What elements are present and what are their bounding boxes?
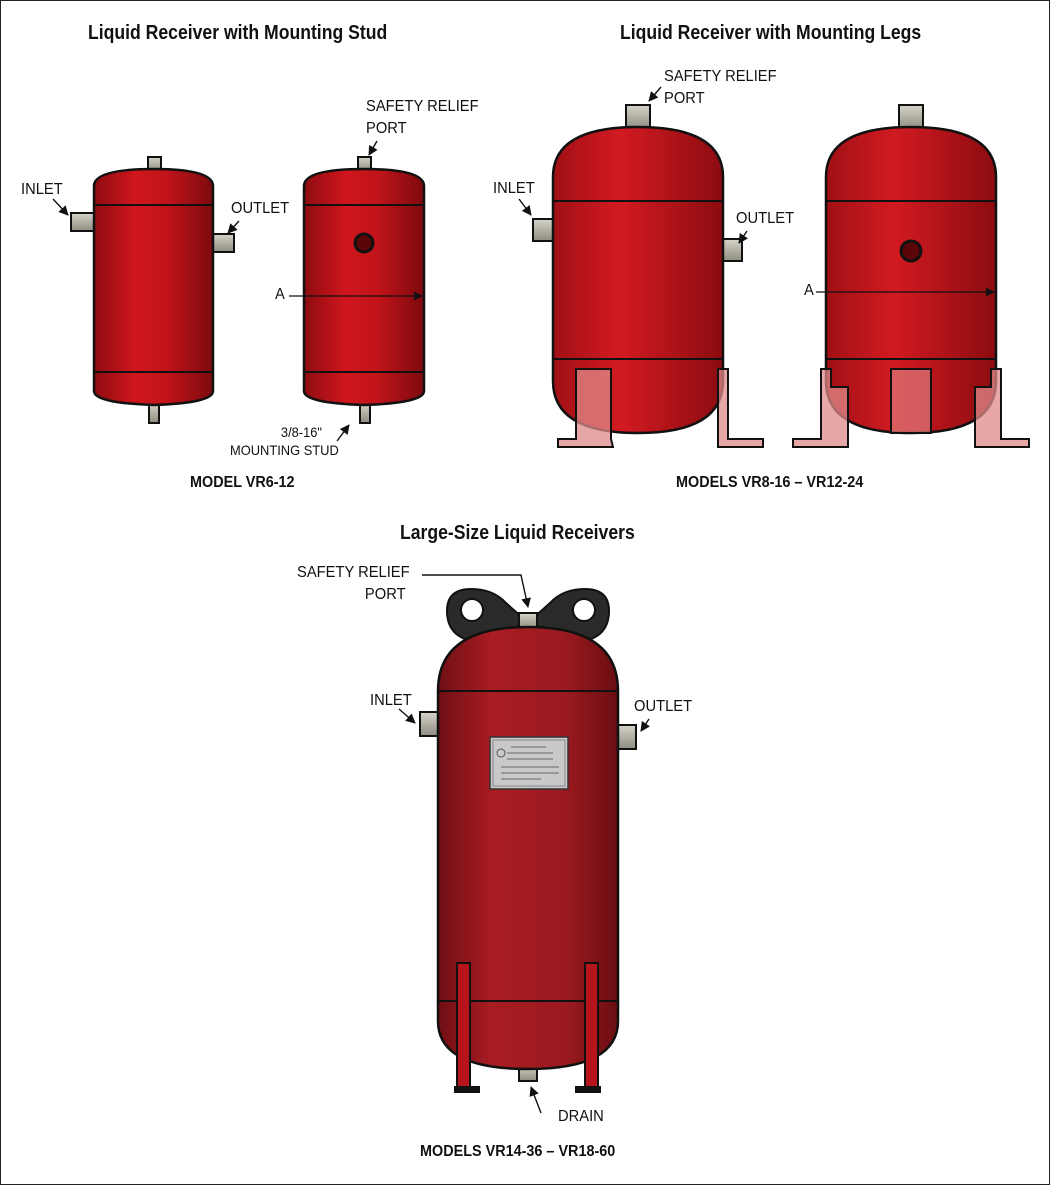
sight-port (353, 232, 375, 254)
label-safety-relief: SAFETY RELIEF PORT (366, 98, 479, 137)
tank-legs-right (792, 104, 1030, 448)
title-large-size: Large-Size Liquid Receivers (400, 522, 635, 544)
tank-vr6-right (289, 156, 426, 424)
label-inlet: INLET (493, 180, 535, 197)
title-mounting-stud: Liquid Receiver with Mounting Stud (88, 22, 388, 44)
tank-body (92, 167, 215, 407)
label-drain: DRAIN (558, 1108, 604, 1125)
safety-relief-port (625, 104, 651, 130)
caption-vr6-12: MODEL VR6-12 (190, 474, 295, 491)
leg (890, 368, 932, 434)
outlet-fitting (211, 233, 235, 253)
leg (557, 368, 615, 448)
title-mounting-legs: Liquid Receiver with Mounting Legs (620, 22, 922, 44)
label-outlet: OUTLET (231, 200, 290, 217)
caption-vr14-vr18: MODELS VR14-36 – VR18-60 (420, 1143, 616, 1160)
top-port (898, 104, 924, 130)
label-inlet: INLET (21, 181, 63, 198)
leg (792, 368, 849, 448)
label-safety-relief: SAFETY RELIEF PORT (664, 68, 777, 107)
tank-legs-left (532, 104, 764, 448)
label-dimension-a: A (275, 286, 285, 303)
caption-vr8-vr12: MODELS VR8-16 – VR12-24 (676, 474, 864, 491)
label-outlet: OUTLET (736, 210, 795, 227)
tank-large (419, 587, 637, 1093)
leg-left (454, 962, 480, 1093)
leg (974, 368, 1030, 448)
label-safety-relief: SAFETY RELIEF PORT (297, 564, 410, 603)
label-mounting-stud: 3/8-16" MOUNTING STUD (230, 424, 339, 458)
label-outlet: OUTLET (634, 698, 693, 715)
label-dimension-a: A (804, 282, 814, 299)
label-inlet: INLET (370, 692, 412, 709)
inlet-fitting (532, 218, 556, 242)
leg (717, 368, 764, 448)
inlet-fitting (70, 212, 97, 232)
tank-body (302, 167, 426, 407)
sight-port (899, 239, 923, 263)
leg-right (575, 962, 601, 1093)
tank-vr6-left (70, 156, 235, 424)
leader-arrows (52, 86, 748, 1114)
tank-body (436, 625, 620, 1071)
nameplate (489, 736, 569, 790)
